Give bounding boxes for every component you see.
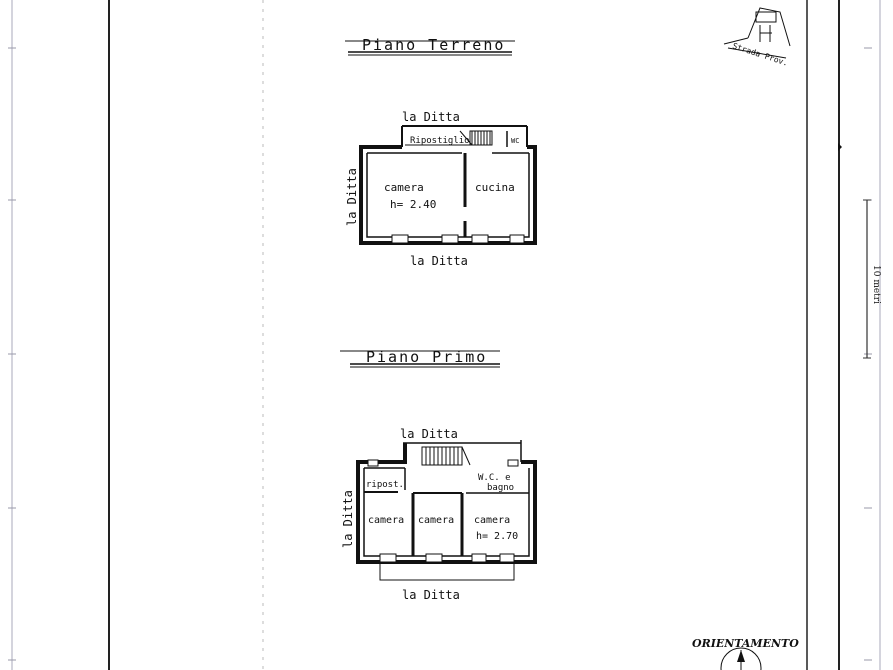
first-balcony <box>379 562 515 581</box>
scale-bar: 10 metri <box>863 199 881 359</box>
ground-bedroom-label: camera <box>384 181 424 194</box>
ground-wc-label: WC <box>511 137 519 145</box>
ground-neighbor-left: la Ditta <box>345 168 359 226</box>
compass-needle-icon <box>737 650 745 662</box>
scale-bar-label: 10 metri <box>871 265 881 304</box>
ground-stairs <box>459 130 493 146</box>
ground-kitchen-label: cucina <box>475 181 515 194</box>
first-bedroom-left-label: camera <box>368 515 404 526</box>
first-walls <box>356 440 537 564</box>
first-bathroom-label-line1: W.C. e <box>478 473 511 483</box>
first-storage-label: ripost. <box>366 480 404 490</box>
first-neighbor-bottom: la Ditta <box>402 588 460 602</box>
ground-floor-title: Piano Terreno <box>345 36 515 56</box>
first-bathroom-label-line2: bagno <box>487 483 514 493</box>
page-frame <box>11 0 881 670</box>
first-bedroom-right-label: camera <box>474 515 510 526</box>
first-stairs <box>421 446 471 466</box>
first-windows <box>367 459 519 563</box>
location-sketch: Strada Prov. <box>723 7 791 68</box>
first-floor-title-text: Piano Primo <box>366 348 487 366</box>
road-label: Strada Prov. <box>731 41 789 67</box>
ground-storage-label: Ripostiglio <box>410 136 470 146</box>
ground-windows <box>391 234 525 244</box>
first-neighbor-left: la Ditta <box>341 490 355 548</box>
orientation-block: ORIENTAMENTO <box>692 637 799 670</box>
ground-neighbor-bottom: la Ditta <box>410 254 468 268</box>
first-neighbor-top: la Ditta <box>400 427 458 441</box>
orientation-label: ORIENTAMENTO <box>692 637 799 650</box>
ground-floor-title-text: Piano Terreno <box>362 36 505 54</box>
first-floor-title: Piano Primo <box>340 348 500 368</box>
ground-neighbor-top: la Ditta <box>402 110 460 124</box>
ground-bedroom-height: h= 2.40 <box>390 198 436 211</box>
first-bedroom-height: h= 2.70 <box>476 531 518 542</box>
compass-icon <box>720 647 762 670</box>
north-marker-arrow <box>838 143 842 151</box>
first-floor: Piano Primo la Ditta la Ditta la Ditta <box>340 348 537 602</box>
first-bedroom-middle-label: camera <box>418 515 454 526</box>
ground-floor: Piano Terreno la Ditta la Ditta la Ditta <box>345 36 537 268</box>
